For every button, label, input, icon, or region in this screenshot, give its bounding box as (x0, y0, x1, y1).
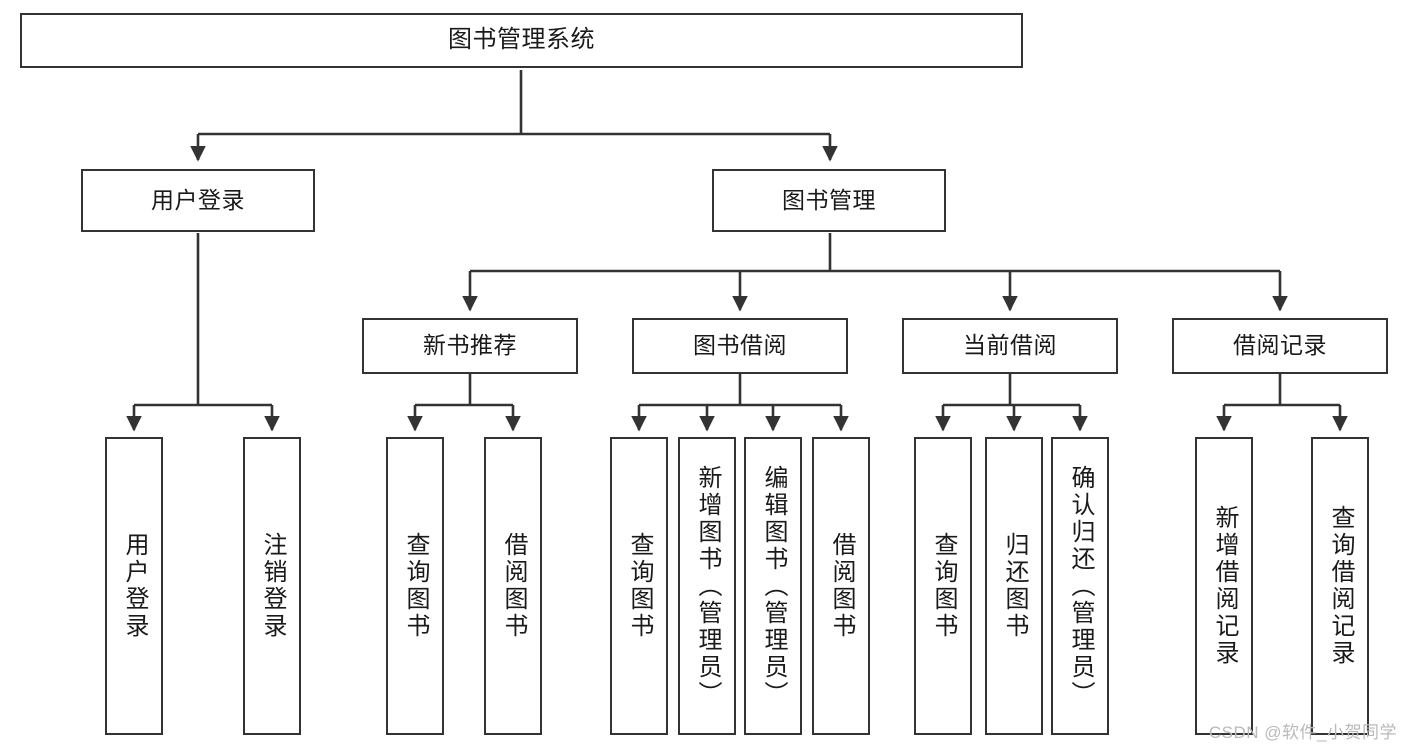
node-current-borrow[interactable]: 当前借阅 (902, 318, 1118, 374)
leaf-book-borrow-borrow-books[interactable]: 借阅图书 (812, 437, 870, 735)
leaf-user-login-logout[interactable]: 注销登录 (243, 437, 301, 735)
node-borrow-record[interactable]: 借阅记录 (1172, 318, 1388, 374)
node-label: 归还图书 (1001, 532, 1028, 640)
node-label: 确认归还（管理员） (1067, 464, 1094, 708)
leaf-new-book-query-books[interactable]: 查询图书 (386, 437, 444, 735)
node-new-book-recommend[interactable]: 新书推荐 (362, 318, 578, 374)
leaf-current-borrow-confirm-return-admin[interactable]: 确认归还（管理员） (1051, 437, 1109, 735)
leaf-borrow-record-query-record[interactable]: 查询借阅记录 (1311, 437, 1369, 735)
leaf-current-borrow-return-books[interactable]: 归还图书 (985, 437, 1043, 735)
node-label: 借阅记录 (1233, 332, 1327, 359)
node-label: 新增图书（管理员） (694, 464, 721, 708)
node-label: 编辑图书（管理员） (760, 464, 787, 708)
node-book-management[interactable]: 图书管理 (712, 169, 946, 232)
node-label: 查询图书 (402, 532, 429, 640)
node-label: 用户登录 (121, 532, 148, 640)
node-label: 查询借阅记录 (1327, 505, 1354, 667)
node-label: 借阅图书 (500, 532, 527, 640)
leaf-current-borrow-query-books[interactable]: 查询图书 (914, 437, 972, 735)
node-label: 查询图书 (626, 532, 653, 640)
node-label: 用户登录 (151, 186, 245, 213)
leaf-new-book-borrow-books[interactable]: 借阅图书 (484, 437, 542, 735)
node-label: 借阅图书 (828, 532, 855, 640)
node-book-borrow[interactable]: 图书借阅 (632, 318, 848, 374)
leaf-user-login-login[interactable]: 用户登录 (105, 437, 163, 735)
node-label: 查询图书 (930, 532, 957, 640)
node-label: 新增借阅记录 (1211, 505, 1238, 667)
leaf-book-borrow-edit-book-admin[interactable]: 编辑图书（管理员） (744, 437, 802, 735)
leaf-book-borrow-add-book-admin[interactable]: 新增图书（管理员） (678, 437, 736, 735)
leaf-book-borrow-query-books[interactable]: 查询图书 (610, 437, 668, 735)
csdn-watermark: CSDN @软件_小贺同学 (1208, 723, 1397, 742)
node-root-book-management-system[interactable]: 图书管理系统 (20, 13, 1023, 68)
leaf-borrow-record-add-record[interactable]: 新增借阅记录 (1195, 437, 1253, 735)
node-label: 图书管理 (782, 186, 876, 213)
node-label: 新书推荐 (423, 332, 517, 359)
node-label: 注销登录 (259, 532, 286, 640)
node-label: 当前借阅 (963, 332, 1057, 359)
node-label: 图书管理系统 (448, 26, 595, 54)
node-user-login[interactable]: 用户登录 (81, 169, 315, 232)
node-label: 图书借阅 (693, 332, 787, 359)
